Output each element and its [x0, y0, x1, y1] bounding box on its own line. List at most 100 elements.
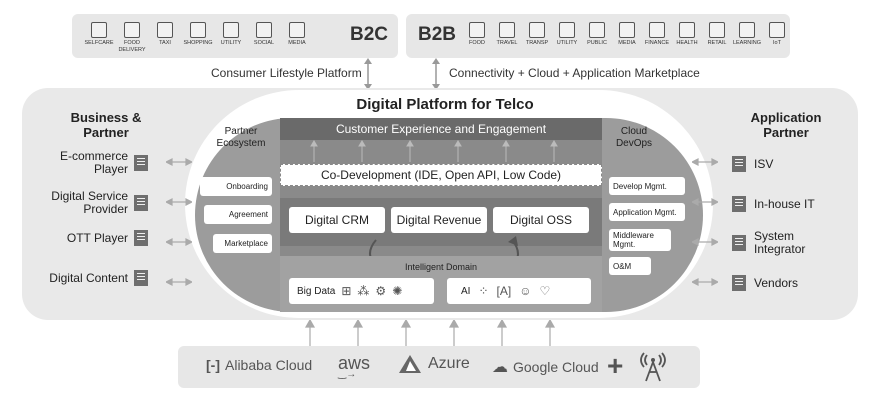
media-b2b-icon: MEDIA — [612, 22, 642, 47]
building-icon — [134, 195, 148, 211]
b2c-title: B2C — [350, 24, 389, 45]
system-integrator-item: System Integrator — [732, 230, 814, 256]
b2b-icon-row: FOOD TRAVEL TRANSP UTILITY PUBLIC MEDIA … — [462, 22, 792, 47]
big-data-box: Big Data ⊞ ⁂ ⚙ ✺ — [289, 278, 434, 304]
b2b-connector-arrow — [432, 58, 440, 90]
b2c-panel: SELFCARE FOOD DELIVERY TAXI SHOPPING UTI… — [72, 14, 398, 58]
isv-item: ISV — [732, 156, 773, 172]
cloud-up-arrows — [304, 320, 556, 346]
onboarding-box: Onboarding — [200, 177, 272, 196]
network-icon: ⁂ — [357, 284, 370, 298]
b2b-title: B2B — [418, 24, 457, 45]
application-mgmt-box: Application Mgmt. — [609, 203, 685, 221]
food-icon: FOOD — [462, 22, 492, 47]
learning-icon: LEARNING — [732, 22, 762, 47]
develop-mgmt-box: Develop Mgmt. — [609, 177, 685, 195]
building-icon — [134, 270, 148, 286]
building-icon — [134, 155, 148, 171]
co-development-bar: Co-Development (IDE, Open API, Low Code) — [280, 164, 602, 186]
plus-sign: + — [607, 350, 624, 381]
cee-codev-arrows — [310, 140, 558, 162]
business-partner-title: Business & Partner — [70, 110, 142, 140]
robot-icon: ☺ — [519, 284, 532, 298]
azure-icon — [399, 355, 421, 373]
shopping-icon: SHOPPING — [183, 22, 213, 54]
public-icon: PUBLIC — [582, 22, 612, 47]
food-delivery-icon: FOOD DELIVERY — [117, 22, 147, 54]
application-partner-title: Application Partner — [750, 110, 822, 140]
platform-title: Digital Platform for Telco — [356, 96, 534, 113]
system-integrator-label: System Integrator — [754, 229, 806, 256]
retail-icon: RETAIL — [702, 22, 732, 47]
agreement-box: Agreement — [204, 205, 272, 224]
b2b-panel: B2B FOOD TRAVEL TRANSP UTILITY PUBLIC ME… — [406, 14, 790, 58]
in-house-it-item: In-house IT — [732, 196, 815, 212]
azure-logo: Azure — [398, 354, 470, 374]
utility-icon: UTILITY — [216, 22, 246, 54]
digital-content-label: Digital Content — [49, 270, 128, 285]
finance-icon: FINANCE — [642, 22, 672, 47]
aws-logo: aws ‿→ — [338, 353, 371, 380]
google-cloud-label: Google Cloud — [513, 359, 599, 375]
media-icon: MEDIA — [282, 22, 312, 54]
alibaba-icon: [-] — [206, 357, 220, 373]
ecommerce-player-item: E-commerce Player — [40, 150, 148, 176]
customer-experience-bar: Customer Experience and Engagement — [280, 118, 602, 140]
digital-content-item: Digital Content — [40, 270, 148, 286]
b2c-connector-arrow — [364, 58, 372, 90]
cloud-devops-title: Cloud DevOps — [615, 126, 653, 149]
ai-label: AI — [461, 285, 471, 297]
model-icon: [A] — [496, 284, 512, 298]
utility-b2b-icon: UTILITY — [552, 22, 582, 47]
building-icon — [732, 196, 746, 212]
taxi-icon: TAXI — [150, 22, 180, 54]
digital-service-provider-label: Digital Service Provider — [51, 189, 128, 216]
ott-player-item: OTT Player — [40, 230, 148, 246]
google-cloud-logo: ☁ Google Cloud — [492, 357, 599, 377]
ecommerce-player-label: E-commerce Player — [59, 149, 128, 176]
building-icon — [732, 235, 746, 251]
transport-icon: TRANSP — [522, 22, 552, 47]
health-monitor-icon: ♡ — [539, 284, 551, 298]
alibaba-cloud-logo: [-] Alibaba Cloud — [206, 357, 312, 373]
isv-label: ISV — [754, 157, 774, 171]
middleware-mgmt-box: Middleware Mgmt. — [609, 229, 671, 251]
social-icon: SOCIAL — [249, 22, 279, 54]
right-connector-arrows — [692, 158, 718, 286]
left-connector-arrows — [166, 158, 192, 286]
intelligent-domain-title: Intelligent Domain — [404, 262, 478, 272]
partner-ecosystem-title: Partner Ecosystem — [216, 126, 266, 149]
building-icon — [732, 156, 746, 172]
om-box: O&M — [609, 257, 651, 275]
big-data-label: Big Data — [297, 285, 336, 297]
analytics-icon: ✺ — [392, 284, 403, 298]
vendors-label: Vendors — [754, 276, 799, 290]
building-icon — [732, 275, 746, 291]
health-icon: HEALTH — [672, 22, 702, 47]
cloud-providers-panel — [178, 346, 700, 388]
digital-revenue-box: Digital Revenue — [391, 207, 487, 233]
ai-box: AI ⁘ [A] ☺ ♡ — [447, 278, 591, 304]
building-icon — [134, 230, 148, 246]
antenna-icon — [640, 352, 666, 382]
neural-network-icon: ⁘ — [478, 284, 489, 298]
digital-oss-box: Digital OSS — [493, 207, 589, 233]
b2c-icon-row: SELFCARE FOOD DELIVERY TAXI SHOPPING UTI… — [84, 22, 312, 54]
data-lake-icon: ⊞ — [341, 284, 352, 298]
aws-smile-icon: ‿→ — [338, 369, 357, 380]
b2b-caption: Connectivity + Cloud + Application Marke… — [449, 66, 700, 80]
vendors-item: Vendors — [732, 275, 798, 291]
iot-icon: IoT — [762, 22, 792, 47]
data-flow-icon: ⚙ — [375, 284, 387, 298]
aws-label: aws — [338, 353, 371, 373]
b2c-caption: Consumer Lifestyle Platform — [211, 66, 362, 80]
alibaba-cloud-label: Alibaba Cloud — [225, 357, 313, 373]
in-house-it-label: In-house IT — [754, 197, 815, 211]
azure-label: Azure — [428, 355, 470, 372]
google-cloud-icon: ☁ — [492, 359, 508, 376]
selfcare-icon: SELFCARE — [84, 22, 114, 54]
travel-icon: TRAVEL — [492, 22, 522, 47]
digital-service-provider-item: Digital Service Provider — [40, 190, 148, 216]
digital-crm-box: Digital CRM — [289, 207, 385, 233]
ott-player-label: OTT Player — [66, 230, 128, 245]
